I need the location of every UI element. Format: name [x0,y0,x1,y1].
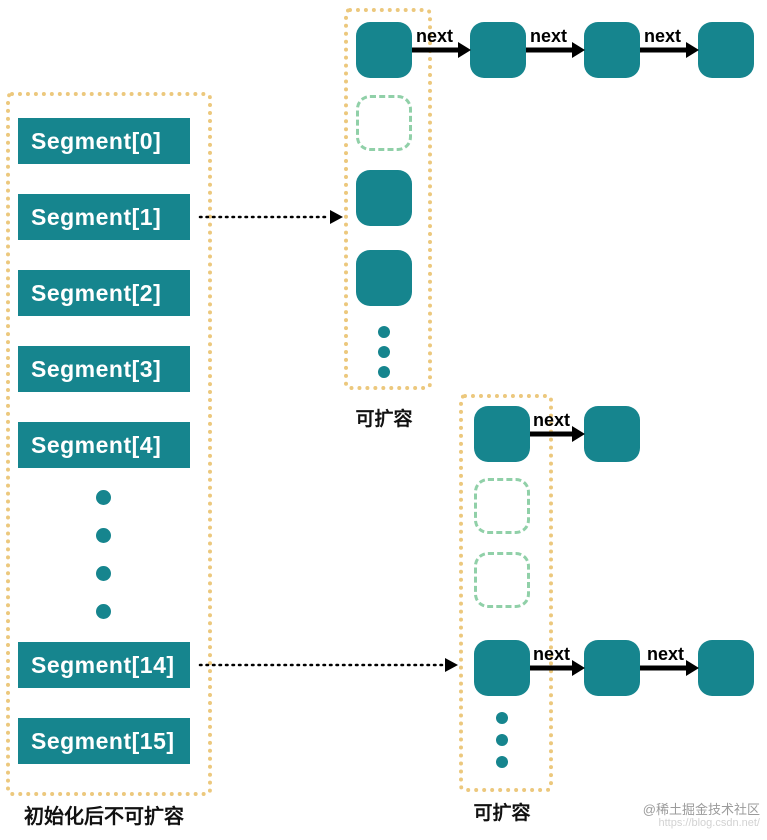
hash-node [470,22,526,78]
next-label: next [533,410,571,430]
hash-node [356,170,412,226]
ellipsis-dot [378,346,390,358]
ellipsis-dot [378,326,390,338]
hash-node [698,22,754,78]
top-box-caption: 可扩容 [355,409,413,430]
segment-item-3: Segment[3] [18,346,190,392]
ellipsis-dot [496,712,508,724]
hash-node [584,406,640,462]
next-label: next [647,644,685,664]
ellipsis-dot [96,490,111,505]
ellipsis-dot [96,528,111,543]
segment-item-0: Segment[0] [18,118,190,164]
watermark-community: @稀土掘金技术社区 [642,802,760,817]
ellipsis-dot [96,604,111,619]
ellipsis-dot [96,566,111,581]
hash-node [698,640,754,696]
next-label: next [416,26,454,46]
segment-pointer-arrowhead [445,658,458,672]
next-label: next [530,26,568,46]
hash-node [356,22,412,78]
next-label: next [533,644,571,664]
bottom-box-caption: 可扩容 [473,803,531,824]
ellipsis-dot [496,756,508,768]
ellipsis-dot [378,366,390,378]
segment-item-1: Segment[1] [18,194,190,240]
segment-item-2: Segment[2] [18,270,190,316]
segment-item-4: Segment[4] [18,422,190,468]
empty-slot-node [356,95,412,151]
hash-node [356,250,412,306]
empty-slot-node [474,552,530,608]
segment-item-14: Segment[14] [18,642,190,688]
hash-node [584,22,640,78]
hash-node [584,640,640,696]
ellipsis-dot [496,734,508,746]
hash-node [474,640,530,696]
empty-slot-node [474,478,530,534]
hash-node [474,406,530,462]
left-box-caption: 初始化后不可扩容 [24,806,184,828]
watermark-url: https://blog.csdn.net/ [658,817,760,829]
next-label: next [644,26,682,46]
segment-item-15: Segment[15] [18,718,190,764]
segment-pointer-arrowhead [330,210,343,224]
